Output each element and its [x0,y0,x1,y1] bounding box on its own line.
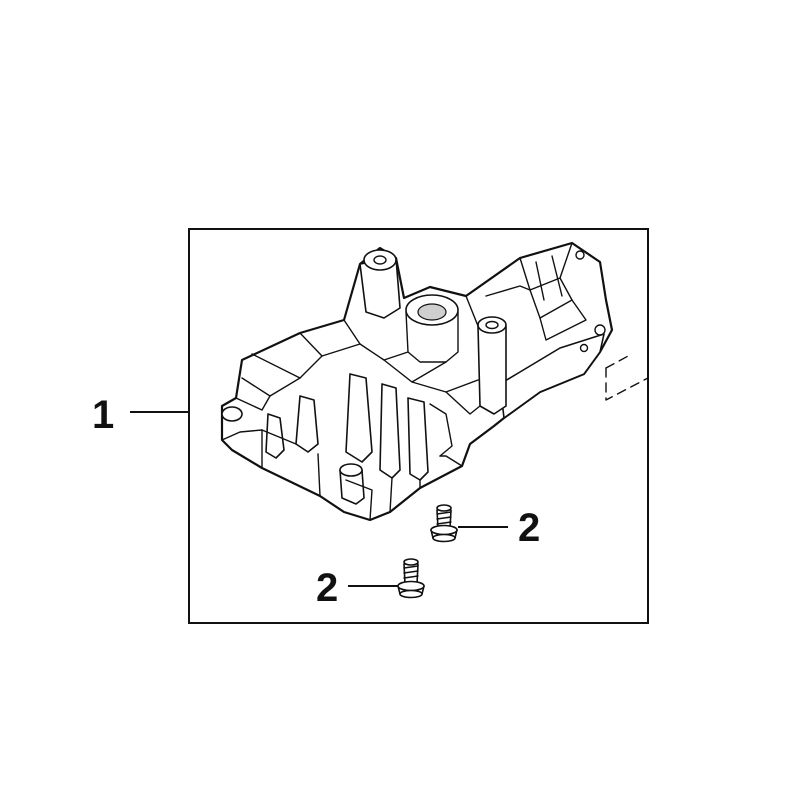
crankcase-housing-icon[interactable] [220,241,614,522]
screw-icon[interactable] [430,504,458,543]
callout-label-2b[interactable]: 2 [316,566,338,610]
callout-label-1[interactable]: 1 [92,393,114,437]
mount-boss-top [363,249,397,271]
callout-label-2a[interactable]: 2 [518,506,540,550]
screw-icon[interactable] [397,558,425,599]
continuation-lines [605,354,649,401]
mount-boss-right [477,316,507,334]
diagram-frame [188,228,649,624]
